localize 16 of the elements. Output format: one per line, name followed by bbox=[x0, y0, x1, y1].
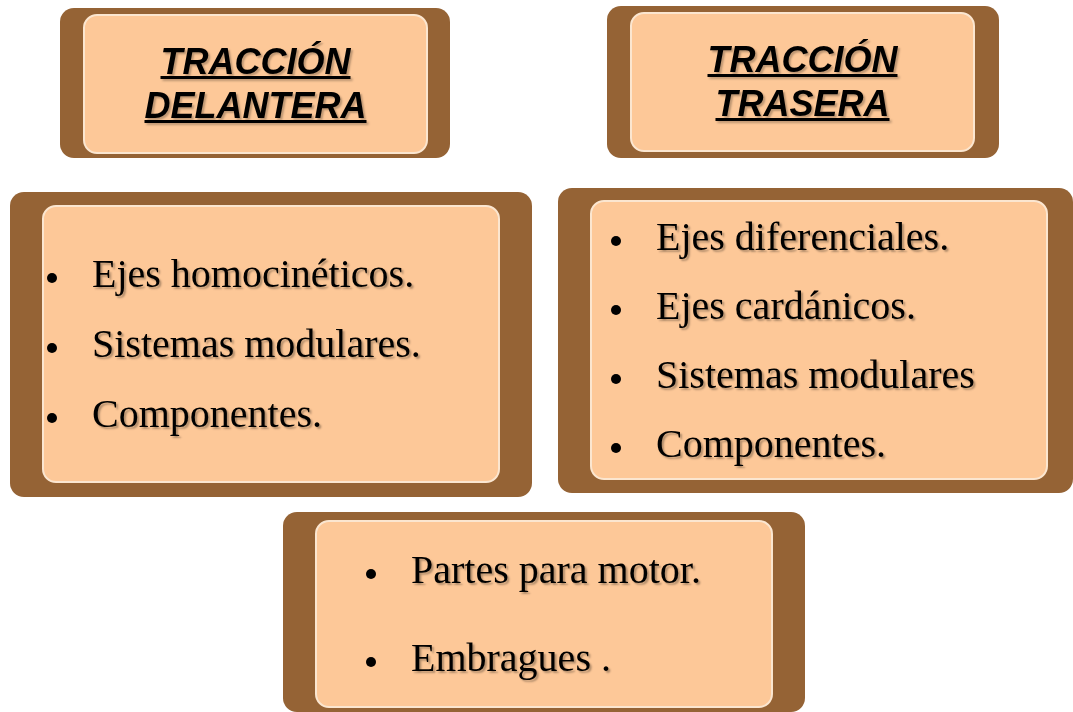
heading: TRACCIÓN TRASERA bbox=[706, 38, 899, 126]
list-item: Sistemas modulares. bbox=[92, 321, 421, 366]
list-box bbox=[558, 188, 1073, 493]
list-item: Embragues . bbox=[411, 635, 611, 680]
heading-box bbox=[60, 8, 450, 158]
list-box bbox=[10, 192, 532, 497]
list-item: Componentes. bbox=[92, 391, 322, 436]
heading-box bbox=[607, 6, 999, 158]
list-box bbox=[283, 512, 805, 712]
heading: TRACCIÓN DELANTERA bbox=[143, 40, 368, 128]
list-item: Ejes homocinéticos. bbox=[92, 251, 415, 296]
list-item: Ejes cardánicos. bbox=[656, 283, 916, 328]
list-item: Sistemas modulares bbox=[656, 352, 975, 397]
list-item: Partes para motor. bbox=[411, 547, 701, 592]
list-item: Componentes. bbox=[656, 421, 886, 466]
list-item: Ejes diferenciales. bbox=[656, 214, 950, 259]
